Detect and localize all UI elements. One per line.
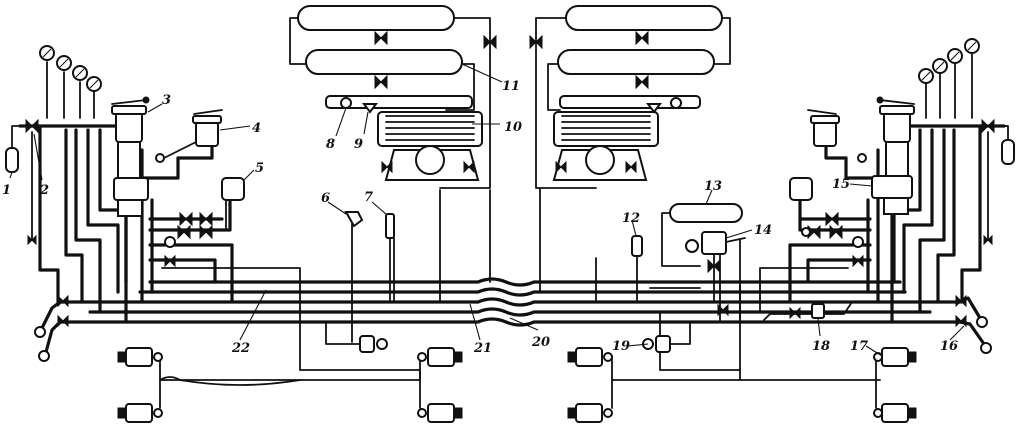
callout-3: 3	[162, 93, 171, 108]
brake-cylinder-icon	[117, 347, 163, 367]
main-reservoirs-left	[289, 5, 497, 189]
filter-reservoir-right	[981, 118, 1015, 246]
callout-18: 18	[812, 339, 830, 354]
brake-cylinder-icon	[417, 403, 463, 423]
brake-cylinder-icon	[417, 347, 463, 367]
callout-1: 1	[2, 183, 11, 198]
pressure-regulator-18	[763, 301, 853, 321]
cock-icon	[829, 224, 843, 240]
end-cocks-right	[955, 294, 992, 354]
pressure-reducer	[631, 235, 643, 301]
drivers-brake-valve-right	[871, 96, 915, 215]
callout-14: 14	[754, 223, 772, 238]
brake-cylinder-icon	[873, 347, 917, 367]
pressure-switch-icon	[852, 236, 864, 268]
callout-11: 11	[502, 79, 520, 94]
pressure-switch-icon	[164, 236, 176, 268]
callout-13: 13	[704, 179, 722, 194]
compressor-right	[552, 95, 701, 181]
cock-icon	[199, 224, 213, 240]
brake-pipe-main	[58, 297, 962, 327]
callout-5: 5	[255, 161, 264, 176]
pressure-gauge-icon	[932, 58, 948, 74]
horn-valve	[344, 211, 364, 343]
brake-cylinder-icon	[117, 403, 163, 423]
pressure-gauge-icon	[39, 45, 55, 61]
cock-icon	[825, 211, 839, 227]
callout-17: 17	[850, 339, 868, 354]
callout-labels: 1 2 3 4 5 6 7 8 9 10 11 12 13 14 15 16 1…	[2, 79, 958, 356]
auxiliary-brake-valve	[155, 109, 223, 163]
right-gauge-group	[918, 38, 980, 84]
callout-10: 10	[504, 120, 522, 135]
isolating-cock-icon	[25, 118, 39, 246]
pressure-gauge-icon	[56, 55, 72, 71]
callout-15: 15	[832, 177, 850, 192]
callout-19: 19	[612, 339, 630, 354]
air-distributor-right	[642, 321, 691, 353]
relay-valve	[221, 177, 245, 231]
callout-8: 8	[326, 137, 335, 152]
callout-22: 22	[231, 341, 250, 356]
bogie-cylinders-left	[117, 347, 463, 423]
callout-7: 7	[364, 190, 373, 205]
brake-cylinder-icon	[567, 403, 613, 423]
bogie-cylinders-right	[567, 347, 917, 423]
auxiliary-brake-valve-right	[807, 109, 867, 163]
callout-2: 2	[39, 183, 49, 198]
callout-16: 16	[940, 339, 958, 354]
left-gauge-group	[39, 45, 102, 92]
leader-lines	[9, 63, 965, 357]
cock-icon	[177, 224, 191, 240]
callout-4: 4	[252, 121, 261, 136]
pantograph-valve	[685, 231, 746, 323]
drivers-brake-valve	[111, 96, 150, 217]
relay-valve-right	[789, 177, 813, 201]
filter-reservoir	[5, 125, 23, 173]
right-cock-row	[798, 211, 872, 268]
brake-cylinder-icon	[873, 403, 917, 423]
pressure-gauge-icon	[72, 65, 88, 81]
callout-6: 6	[321, 191, 330, 206]
compressor-left	[325, 95, 483, 181]
pressure-gauge-icon	[918, 68, 934, 84]
brake-cylinder-icon	[567, 347, 613, 367]
pressure-gauge-icon	[964, 38, 980, 54]
auxiliary-lines	[88, 277, 932, 317]
left-cab-lines	[18, 61, 301, 371]
callout-20: 20	[531, 335, 550, 350]
sand-valve	[385, 213, 395, 303]
air-distributor-left	[325, 321, 388, 353]
end-cocks-left	[34, 294, 69, 362]
callout-21: 21	[473, 341, 492, 356]
pressure-gauge-icon	[86, 76, 102, 92]
callout-9: 9	[354, 137, 363, 152]
left-cock-row	[148, 211, 224, 268]
pressure-gauge-icon	[947, 48, 963, 64]
main-reservoirs-right	[529, 5, 731, 189]
callout-12: 12	[622, 211, 640, 226]
